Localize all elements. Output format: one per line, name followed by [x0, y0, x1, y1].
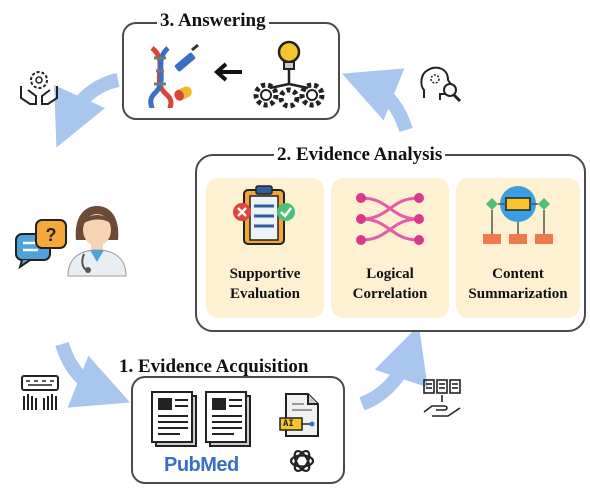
answering-title: 3. Answering [157, 11, 269, 30]
doctor-avatar-icon [67, 206, 127, 277]
arrow-analysis-to-answering [342, 68, 413, 133]
ai-document-icon [279, 393, 319, 437]
arrow-acquisition-to-analysis [359, 325, 428, 411]
card-label-logical-correlation: Logical Correlation [352, 266, 428, 302]
lightbulb-gears-icon [253, 40, 325, 109]
evidence-acquisition-title: 1. Evidence Acquisition [116, 357, 312, 376]
openai-icon [289, 449, 315, 473]
network-links-icon [356, 193, 424, 245]
hand-documents-icon [423, 379, 461, 417]
pubmed-logo: PubMed [164, 454, 239, 476]
card-supportive-evaluation: Supportive Evaluation [206, 178, 324, 318]
hands-gear-icon [20, 71, 58, 105]
ai-tag-label: AI [283, 419, 294, 429]
svg-text:?: ? [46, 225, 57, 245]
dna-syringe-icon [148, 43, 199, 109]
card-label-content-summarization: Content Summarization [468, 266, 568, 302]
card-logical-correlation: Logical Correlation [331, 178, 449, 318]
arrow-answering-to-doctor [54, 73, 120, 148]
chat-question-icon: ? [15, 219, 67, 270]
card-content-summarization: Content Summarization [456, 178, 580, 318]
head-search-icon [420, 66, 462, 103]
typing-icon [21, 375, 59, 410]
left-arrow-icon [213, 62, 242, 82]
evidence-analysis-title: 2. Evidence Analysis [274, 145, 446, 164]
clipboard-check-icon [233, 185, 295, 245]
documents-icon [151, 391, 251, 447]
flowchart-icon [483, 186, 553, 244]
arrow-doctor-to-acquisition [55, 341, 130, 408]
card-label-supportive-evaluation: Supportive Evaluation [229, 266, 301, 302]
